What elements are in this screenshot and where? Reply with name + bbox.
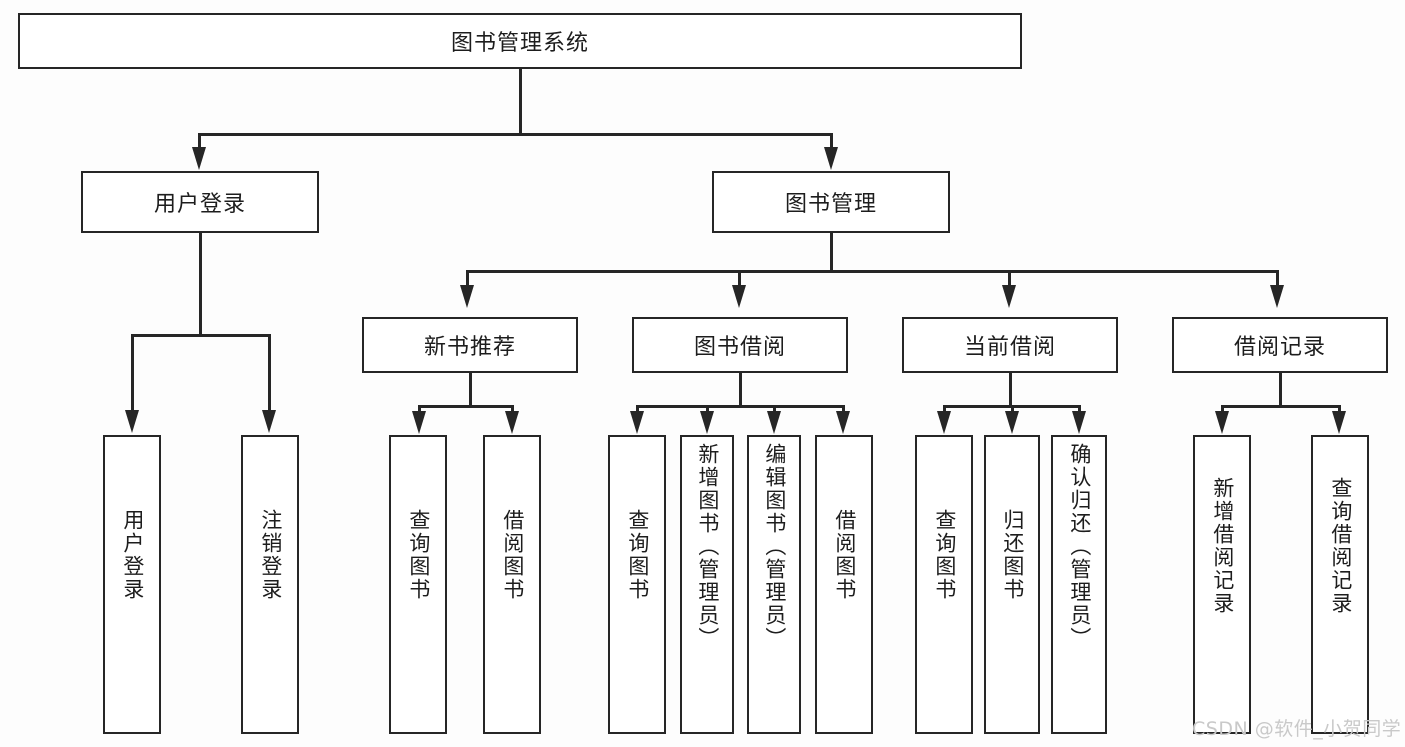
connector-bb-bus — [636, 405, 844, 408]
connector-bb-drop-1 — [636, 405, 639, 413]
connector-bm-drop-3 — [1008, 270, 1011, 287]
arrow-cb-leaf-2 — [1005, 411, 1019, 434]
connector-book-management-bus — [466, 270, 1278, 273]
connector-bm-drop-2 — [738, 270, 741, 287]
connector-nbr-bus — [418, 405, 513, 408]
connector-user-login-drop-2 — [268, 334, 271, 412]
node-user-login[interactable]: 用户登录 — [81, 171, 319, 233]
connector-bb-drop-2 — [706, 405, 709, 413]
connector-root-to-user-login — [198, 133, 201, 150]
arrow-bm-to-borrow-record — [1270, 285, 1284, 308]
connector-user-login-drop-1 — [131, 334, 134, 412]
arrow-br-leaf-1 — [1215, 411, 1229, 434]
node-label: 图书管理系统 — [450, 31, 589, 56]
connector-cb-drop-3 — [1078, 405, 1081, 413]
connector-bb-drop-3 — [773, 405, 776, 413]
arrow-root-to-user-login — [192, 147, 206, 170]
leaf-add-book-admin[interactable]: 新增图书（管理员） — [680, 435, 734, 734]
leaf-edit-book-admin[interactable]: 编辑图书（管理员） — [747, 435, 801, 734]
leaf-label: 借阅图书 — [832, 509, 857, 601]
arrow-bb-leaf-1 — [630, 411, 644, 434]
arrow-cb-leaf-3 — [1072, 411, 1086, 434]
leaf-query-book-current[interactable]: 查询图书 — [915, 435, 973, 734]
node-label: 借阅记录 — [1233, 335, 1326, 360]
connector-br-drop-2 — [1338, 405, 1341, 413]
node-root-book-management-system[interactable]: 图书管理系统 — [18, 13, 1022, 69]
leaf-label: 新增图书（管理员） — [695, 443, 720, 650]
connector-cb-drop-2 — [1011, 405, 1014, 413]
connector-root-bus — [198, 133, 832, 136]
node-borrow-record[interactable]: 借阅记录 — [1172, 317, 1388, 373]
connector-nbr-stem — [469, 373, 472, 406]
leaf-label: 确认归还（管理员） — [1067, 443, 1092, 650]
leaf-label: 注销登录 — [258, 509, 283, 601]
node-current-borrow[interactable]: 当前借阅 — [902, 317, 1118, 373]
leaf-label: 查询图书 — [932, 509, 957, 601]
leaf-label: 编辑图书（管理员） — [762, 443, 787, 650]
connector-bm-drop-4 — [1276, 270, 1279, 287]
connector-cb-drop-1 — [943, 405, 946, 413]
arrow-br-leaf-2 — [1332, 411, 1346, 434]
connector-br-drop-1 — [1221, 405, 1224, 413]
connector-user-login-bus — [131, 334, 270, 337]
arrow-bb-leaf-3 — [767, 411, 781, 434]
leaf-label: 新增借阅记录 — [1210, 477, 1235, 615]
arrow-bb-leaf-2 — [700, 411, 714, 434]
watermark-csdn: CSDN @软件_小贺同学 — [1192, 718, 1402, 740]
arrow-root-to-book-management — [824, 147, 838, 170]
leaf-return-book[interactable]: 归还图书 — [984, 435, 1040, 734]
connector-bb-drop-4 — [842, 405, 845, 413]
connector-nbr-drop-1 — [418, 405, 421, 413]
node-label: 新书推荐 — [423, 335, 516, 360]
leaf-add-borrow-record[interactable]: 新增借阅记录 — [1193, 435, 1251, 734]
connector-root-to-book-management — [830, 133, 833, 150]
arrow-bm-to-book-borrow — [732, 285, 746, 308]
arrow-bb-leaf-4 — [836, 411, 850, 434]
arrow-cb-leaf-1 — [937, 411, 951, 434]
arrow-user-login-leaf-2 — [262, 410, 276, 433]
node-label: 当前借阅 — [963, 335, 1056, 360]
node-label: 用户登录 — [153, 192, 246, 217]
connector-user-login-stem — [199, 233, 202, 335]
leaf-borrow-book-recommend[interactable]: 借阅图书 — [483, 435, 541, 734]
connector-bb-stem — [739, 373, 742, 406]
arrow-bm-to-new-book-recommend — [460, 285, 474, 308]
connector-root-stem — [519, 69, 522, 134]
arrow-bm-to-current-borrow — [1002, 285, 1016, 308]
leaf-borrow-book[interactable]: 借阅图书 — [815, 435, 873, 734]
leaf-label: 归还图书 — [1000, 509, 1025, 601]
arrow-nbr-leaf-1 — [412, 411, 426, 434]
leaf-query-borrow-record[interactable]: 查询借阅记录 — [1311, 435, 1369, 734]
arrow-user-login-leaf-1 — [125, 410, 139, 433]
leaf-user-login[interactable]: 用户登录 — [103, 435, 161, 734]
leaf-label: 查询图书 — [625, 509, 650, 601]
connector-br-bus — [1221, 405, 1340, 408]
connector-br-stem — [1279, 373, 1282, 406]
connector-bm-drop-1 — [466, 270, 469, 287]
node-book-borrow[interactable]: 图书借阅 — [632, 317, 848, 373]
leaf-label: 查询图书 — [406, 509, 431, 601]
node-book-management[interactable]: 图书管理 — [712, 171, 950, 233]
arrow-nbr-leaf-2 — [505, 411, 519, 434]
leaf-label: 用户登录 — [120, 509, 145, 601]
node-label: 图书管理 — [784, 192, 877, 217]
leaf-confirm-return-admin[interactable]: 确认归还（管理员） — [1051, 435, 1107, 734]
leaf-label: 借阅图书 — [500, 509, 525, 601]
connector-book-management-stem — [830, 233, 833, 271]
leaf-query-book-borrow[interactable]: 查询图书 — [608, 435, 666, 734]
node-new-book-recommend[interactable]: 新书推荐 — [362, 317, 578, 373]
leaf-query-book-recommend[interactable]: 查询图书 — [389, 435, 447, 734]
leaf-logout[interactable]: 注销登录 — [241, 435, 299, 734]
leaf-label: 查询借阅记录 — [1328, 477, 1353, 615]
node-label: 图书借阅 — [693, 335, 786, 360]
connector-cb-stem — [1009, 373, 1012, 406]
connector-nbr-drop-2 — [511, 405, 514, 413]
